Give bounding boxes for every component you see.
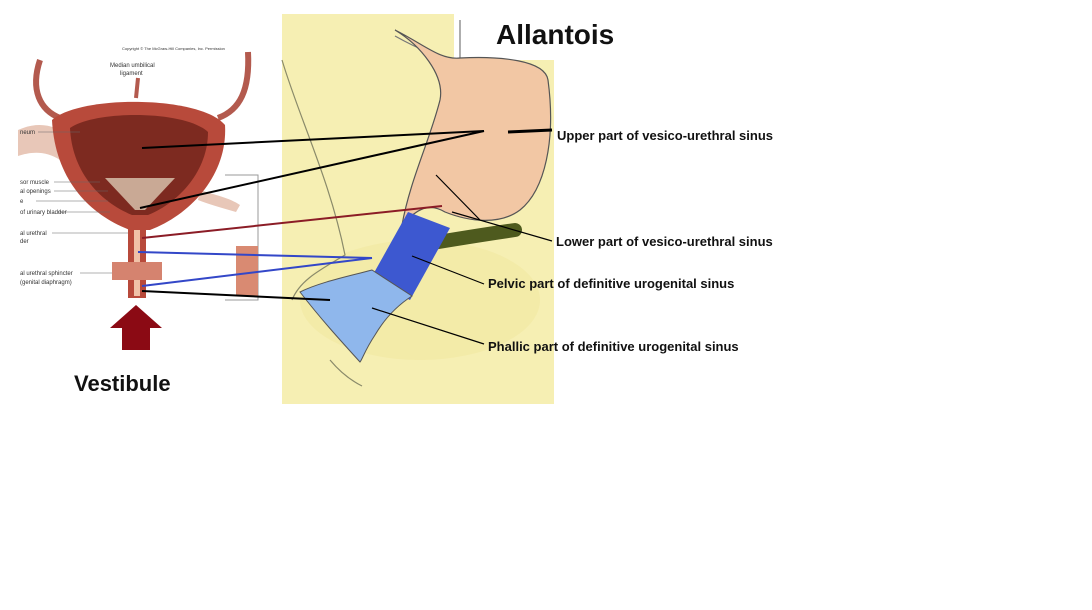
bladder-side-labels: neum sor muscle al openings e of urinary…: [20, 130, 73, 286]
pointer-pelvic: [411, 255, 485, 285]
bladder-leader-lines: [36, 131, 128, 274]
median-ligament-label-2: ligament: [120, 71, 143, 77]
connector-upper-1: [141, 130, 485, 149]
connector-upper-2: [139, 130, 485, 209]
left-umbilical-artery: [33, 59, 62, 121]
side-label-1: neum: [20, 130, 35, 136]
inset-muscle: [236, 246, 258, 296]
outline-left: [281, 59, 346, 301]
pelvic-part-label: Pelvic part of definitive urogenital sin…: [488, 276, 734, 291]
side-label-2: sor muscle: [20, 180, 50, 186]
side-label-4: e: [20, 199, 24, 205]
side-label-8: al urethral sphincter: [20, 271, 73, 277]
outline-bottom: [329, 359, 363, 387]
pointer-upper: [507, 128, 553, 134]
side-label-7: der: [20, 239, 29, 245]
side-label-5: of urinary bladder: [20, 210, 67, 216]
phallic-part-region: [299, 269, 413, 363]
pelvic-part-region: [370, 212, 450, 300]
connector-pelvic-2: [141, 257, 373, 287]
right-umbilical-artery: [216, 51, 252, 121]
bladder-anatomy-figure: Copyright © The McGraw-Hill Companies, I…: [18, 40, 259, 301]
upper-part-label: Upper part of vesico-urethral sinus: [557, 128, 773, 143]
connector-lower: [141, 205, 443, 239]
vesico-urethral-sinus-sac: [394, 29, 552, 227]
median-ligament: [134, 77, 140, 99]
lower-part-label: Lower part of vesico-urethral sinus: [556, 234, 773, 249]
vestibule-label: Vestibule: [74, 371, 171, 396]
pointer-phallic: [371, 307, 485, 345]
panel-corner-white: [454, 14, 554, 60]
pointer-lower-a: [435, 174, 481, 221]
allantois-title: Allantois: [496, 19, 614, 50]
trigone: [105, 178, 175, 210]
inset-frame: [225, 174, 259, 301]
urethral-sphincter: [112, 262, 162, 280]
copyright-text: Copyright © The McGraw-Hill Companies, I…: [122, 46, 225, 51]
label-pointers: [371, 128, 553, 345]
phallic-part-label: Phallic part of definitive urogenital si…: [488, 339, 739, 354]
side-label-9: (genital diaphragm): [20, 280, 72, 286]
side-label-6: al urethral: [20, 231, 47, 237]
side-label-3: al openings: [20, 189, 51, 195]
bladder-lumen: [70, 114, 208, 215]
peritoneum-right: [198, 190, 240, 212]
connector-lines: [137, 130, 485, 301]
vestibule-arrow-icon: [110, 305, 162, 350]
connector-phallic: [141, 290, 331, 301]
median-ligament-label-1: Median umbilical: [110, 63, 155, 69]
pointer-lower-b: [451, 211, 553, 242]
connector-pelvic-1: [137, 251, 373, 259]
